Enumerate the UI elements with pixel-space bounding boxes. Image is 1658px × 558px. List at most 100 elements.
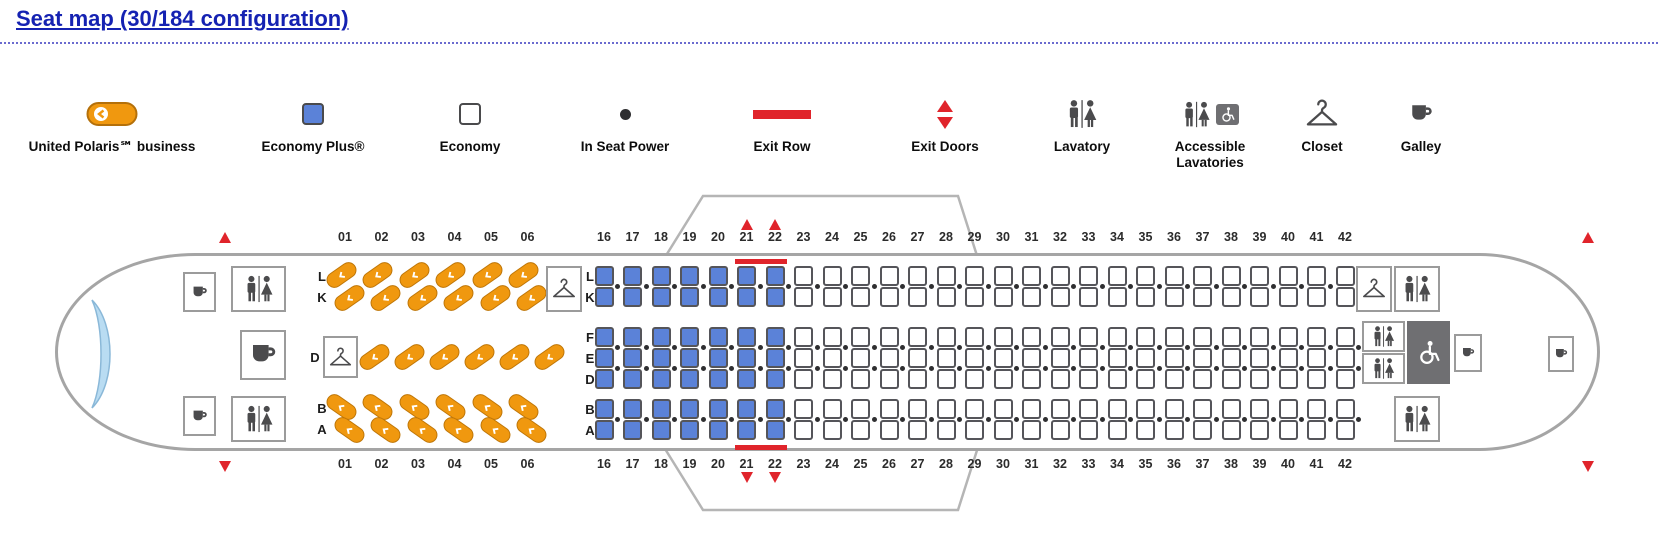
in-seat-power-dot (843, 345, 848, 350)
seat-03K (403, 281, 441, 315)
seat-04B (432, 390, 469, 424)
seat-23E (794, 348, 813, 368)
seat-34A (1107, 420, 1127, 440)
pod-arrow-icon (346, 427, 353, 434)
seat-31F (1022, 327, 1041, 347)
seat-29F (965, 327, 984, 347)
in-seat-power-dot (615, 345, 620, 350)
seat-38F (1221, 327, 1241, 347)
seat-24E (822, 348, 842, 368)
seat-34L (1107, 266, 1127, 286)
seat-41L (1307, 266, 1326, 286)
seat-21L (737, 266, 756, 286)
in-seat-power-dot (1014, 345, 1019, 350)
seat-16F (594, 327, 614, 347)
seat-39K (1250, 287, 1269, 307)
pod-arrow-icon (528, 294, 535, 301)
seat-17F (623, 327, 642, 347)
seat-24B (822, 399, 842, 419)
column-number-01-bottom: 01 (338, 457, 352, 471)
seat-40E (1278, 348, 1298, 368)
seat-41D (1307, 369, 1326, 389)
exit-row-bar-icon-wrap (717, 92, 847, 136)
column-number-42-bottom: 42 (1338, 457, 1352, 471)
seat-29K (965, 287, 984, 307)
in-seat-power-dot (1270, 366, 1276, 371)
seat-03D (425, 340, 463, 374)
in-seat-power-dot (757, 345, 763, 350)
in-seat-power-dot (900, 417, 905, 422)
in-seat-power-dot (957, 417, 962, 422)
seat-37K (1193, 287, 1212, 307)
row-label-economy-E: E (585, 351, 595, 366)
pod-arrow-icon (528, 427, 535, 434)
column-number-04-top: 04 (447, 230, 462, 244)
column-number-35-top: 35 (1138, 230, 1153, 244)
seat-19B (680, 399, 699, 419)
seat-map-title-link[interactable]: Seat map (30/184 configuration) (16, 6, 349, 31)
seat-34F (1107, 327, 1127, 347)
seat-02B (359, 390, 396, 424)
seat-27L (908, 266, 927, 286)
in-seat-power-dot (1042, 417, 1048, 422)
in-seat-power-dot (729, 366, 734, 371)
in-seat-power-dot (1185, 345, 1190, 350)
seat-06B (505, 390, 542, 424)
in-seat-power-dot (957, 345, 962, 350)
seat-34B (1107, 399, 1127, 419)
seat-16L (594, 266, 614, 286)
column-number-25-top: 25 (853, 230, 868, 244)
seat-25L (851, 266, 870, 286)
seat-22F (765, 327, 785, 347)
seat-04K (440, 281, 477, 315)
seat-32E (1050, 348, 1070, 368)
closet-mid-cabin-top (546, 266, 582, 312)
seat-19K (680, 287, 699, 307)
seat-27B (908, 399, 927, 419)
in-seat-power-dot (643, 284, 649, 289)
seat-26K (879, 287, 899, 307)
seat-17B (623, 399, 642, 419)
in-seat-power-dot (672, 417, 677, 422)
in-seat-power-dot (786, 366, 791, 371)
closet-hanger-icon (1363, 278, 1385, 298)
in-seat-power-dot (1185, 417, 1190, 422)
power-dot-icon-wrap (550, 92, 700, 136)
seat-18D (651, 369, 671, 389)
legend-label: Lavatory (1053, 139, 1111, 154)
row-label-economy-K: K (585, 290, 595, 305)
row-label-economy-B: B (585, 402, 595, 417)
seat-25B (851, 399, 870, 419)
row-label-economy-A: A (585, 423, 595, 438)
in-seat-power-dot (1014, 366, 1019, 371)
seat-23A (794, 420, 813, 440)
seat-38K (1221, 287, 1241, 307)
column-number-23-top: 23 (796, 230, 811, 244)
in-seat-power-dot (1356, 366, 1361, 371)
seat-32D (1050, 369, 1070, 389)
seat-36B (1164, 399, 1184, 419)
seat-42D (1335, 369, 1355, 389)
seat-36D (1164, 369, 1184, 389)
pod-arrow-icon (447, 404, 454, 411)
seat-22E (765, 348, 785, 368)
in-seat-power-dot (1185, 366, 1190, 371)
legend-item-exit-row-bar: Exit Row (717, 92, 847, 155)
seat-20L (708, 266, 728, 286)
exit-door-front-top (219, 231, 231, 243)
seat-29L (965, 266, 984, 286)
in-seat-power-dot (729, 284, 734, 289)
in-seat-power-dot (1128, 284, 1133, 289)
column-number-38-top: 38 (1224, 230, 1238, 244)
in-seat-power-dot (1270, 417, 1276, 422)
column-number-24-top: 24 (825, 230, 839, 244)
legend-label: Exit Doors (911, 139, 979, 154)
seat-01B (322, 390, 360, 424)
seat-23B (794, 399, 813, 419)
economy-plus-seat-icon (302, 103, 324, 125)
seat-39L (1250, 266, 1269, 286)
seat-33F (1079, 327, 1098, 347)
column-number-40-top: 40 (1281, 230, 1295, 244)
in-seat-power-dot (900, 345, 905, 350)
